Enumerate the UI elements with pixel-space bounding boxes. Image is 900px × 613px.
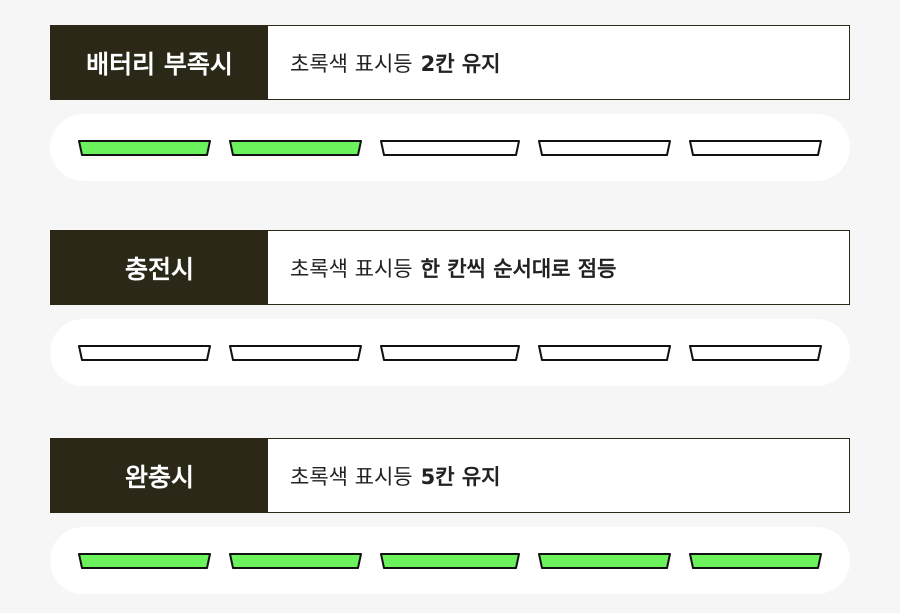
indicator-track [50, 319, 850, 386]
description-bold: 한 칸씩 순서대로 점등 [420, 256, 617, 281]
indicator-segment-lit [78, 140, 211, 156]
indicator-segment-lit [380, 553, 520, 569]
indicator-segment-unlit [689, 140, 822, 156]
section-label: 완충시 [51, 439, 268, 512]
indicator-segment-lit [538, 553, 671, 569]
indicator-segments [78, 553, 822, 569]
indicator-segment-unlit [229, 345, 362, 361]
section-description: 초록색 표시등 5칸 유지 [268, 439, 849, 512]
indicator-segment-unlit [380, 140, 520, 156]
section-header: 배터리 부족시 초록색 표시등 2칸 유지 [50, 25, 850, 100]
indicator-segment-lit [78, 553, 211, 569]
indicator-track [50, 527, 850, 594]
section-charging: 충전시 초록색 표시등 한 칸씩 순서대로 점등 [50, 230, 850, 386]
indicator-segments [78, 345, 822, 361]
description-plain: 초록색 표시등 [290, 256, 413, 281]
indicator-segment-unlit [538, 140, 671, 156]
indicator-segments [78, 140, 822, 156]
section-description: 초록색 표시등 2칸 유지 [268, 26, 849, 99]
section-label: 배터리 부족시 [51, 26, 268, 99]
indicator-segment-unlit [538, 345, 671, 361]
indicator-segment-unlit [689, 345, 822, 361]
description-bold: 5칸 유지 [420, 464, 501, 489]
indicator-segment-unlit [78, 345, 211, 361]
indicator-segment-lit [229, 553, 362, 569]
description-bold: 2칸 유지 [420, 51, 501, 76]
section-battery-low: 배터리 부족시 초록색 표시등 2칸 유지 [50, 25, 850, 181]
indicator-segment-lit [689, 553, 822, 569]
description-plain: 초록색 표시등 [290, 464, 413, 489]
section-header: 완충시 초록색 표시등 5칸 유지 [50, 438, 850, 513]
indicator-track [50, 114, 850, 181]
indicator-segment-unlit [380, 345, 520, 361]
section-full-charge: 완충시 초록색 표시등 5칸 유지 [50, 438, 850, 594]
section-label: 충전시 [51, 231, 268, 304]
description-plain: 초록색 표시등 [290, 51, 413, 76]
indicator-segment-lit [229, 140, 362, 156]
section-header: 충전시 초록색 표시등 한 칸씩 순서대로 점등 [50, 230, 850, 305]
section-description: 초록색 표시등 한 칸씩 순서대로 점등 [268, 231, 849, 304]
